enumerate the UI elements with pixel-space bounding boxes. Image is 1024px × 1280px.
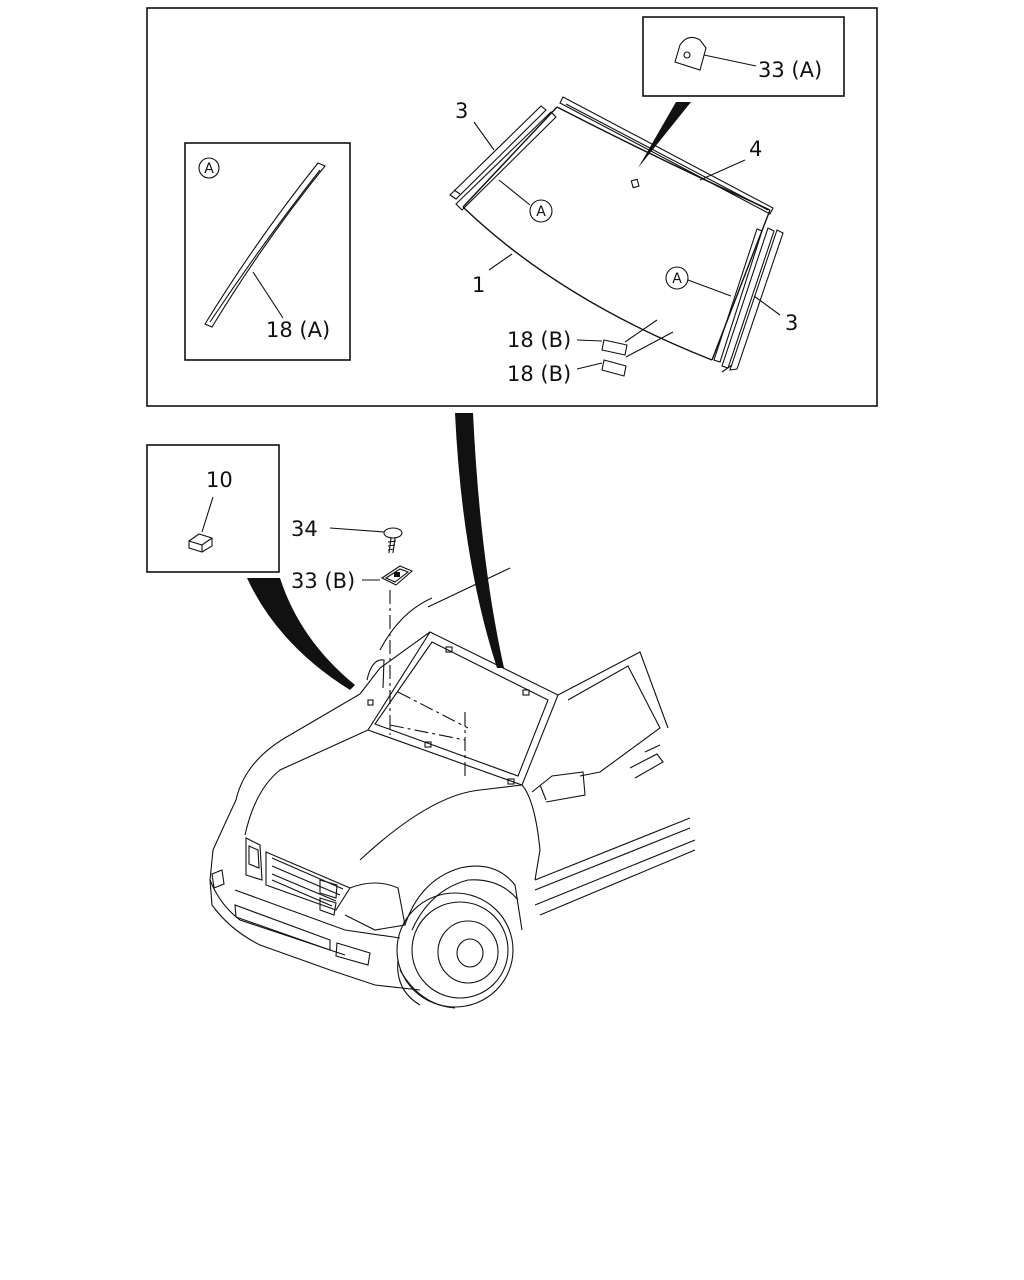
pointer-windshield — [455, 413, 504, 668]
windshield-detail-frame — [146, 7, 878, 407]
label-4: 4 — [749, 137, 762, 161]
part-10-detail: 10 — [146, 444, 355, 690]
inset-a-marker: A — [204, 161, 214, 177]
label-34: 34 — [291, 517, 318, 541]
clip-33b: 33 (B) — [291, 565, 414, 735]
spacers-18b — [576, 319, 674, 377]
label-1: 1 — [472, 273, 485, 297]
clip-33a-shape — [674, 36, 707, 71]
inset-33a-detail: 33 (A) — [630, 16, 845, 189]
marker-a-left: A — [536, 204, 546, 220]
label-3-right: 3 — [785, 311, 798, 335]
inset-a-detail: A 18 (A) — [184, 142, 351, 361]
pointer-part-10 — [247, 578, 355, 690]
side-molding-left — [449, 105, 557, 211]
label-18b-lower: 18 (B) — [507, 362, 571, 386]
windshield-glass — [462, 106, 771, 361]
label-3-left: 3 — [455, 99, 468, 123]
screw-34: 34 — [291, 517, 403, 554]
molding-18a-shape — [204, 162, 326, 328]
upper-molding — [559, 96, 774, 215]
label-18b-upper: 18 (B) — [507, 328, 571, 352]
label-33a: 33 (A) — [758, 58, 822, 82]
label-33b: 33 (B) — [291, 569, 355, 593]
vehicle-illustration — [209, 567, 696, 1009]
label-10: 10 — [206, 468, 233, 492]
marker-a-right: A — [672, 271, 682, 287]
label-18a: 18 (A) — [266, 318, 330, 342]
side-molding-right — [713, 227, 784, 373]
